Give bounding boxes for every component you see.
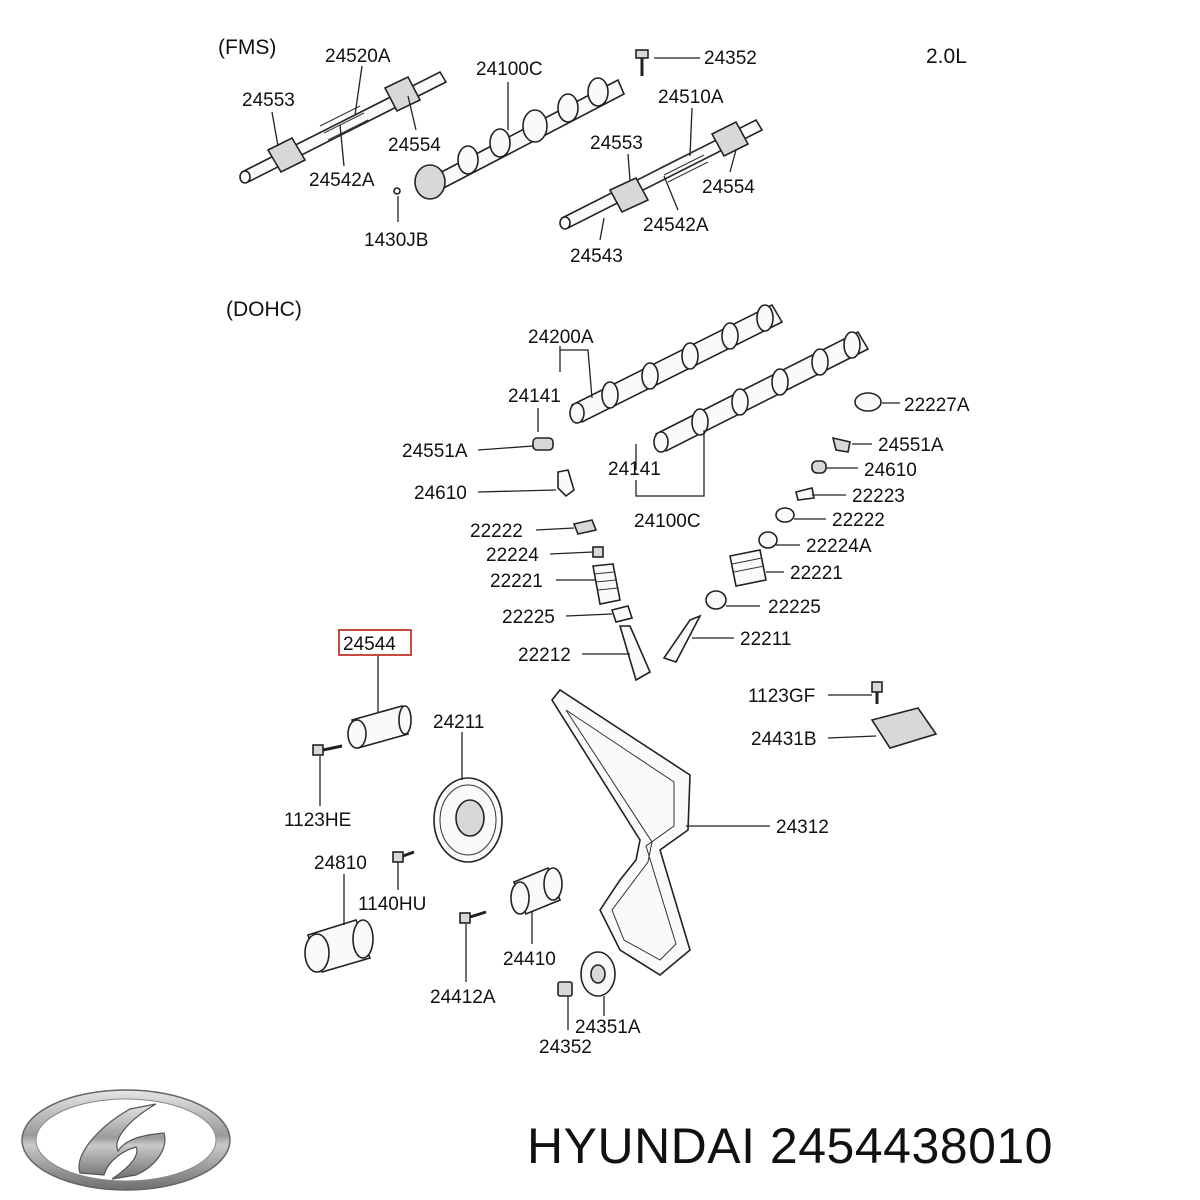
part-number-labels: 24520A 24100C 24352 24553 24554 24542A 1…: [242, 46, 970, 1058]
part-label[interactable]: 22211: [740, 629, 791, 650]
part-label[interactable]: 24412A: [430, 987, 496, 1008]
part-label[interactable]: 22222: [832, 510, 885, 531]
hyundai-logo-icon: [21, 1089, 231, 1191]
bolt-1123he-drawing: [312, 744, 343, 756]
part-label[interactable]: 24211: [433, 712, 484, 733]
highlighted-part-label[interactable]: 24544: [343, 634, 396, 655]
bolt-1123gf-drawing: [871, 681, 883, 704]
highlighted-part-box: [338, 629, 412, 656]
camshaft-lower-drawing: [653, 330, 870, 453]
valve-train-right-drawing: [662, 436, 851, 663]
part-label[interactable]: 1430JB: [364, 230, 428, 251]
part-label[interactable]: 24431B: [751, 729, 817, 750]
part-label[interactable]: 24610: [864, 460, 917, 481]
bracket-24431b-drawing: [870, 707, 938, 749]
part-label[interactable]: 24554: [702, 177, 755, 198]
timing-belt-drawing: [551, 688, 691, 976]
part-label[interactable]: 24543: [570, 246, 623, 267]
part-label[interactable]: 24141: [508, 386, 561, 407]
valve-train-left-drawing: [532, 437, 652, 682]
part-label[interactable]: 22225: [502, 607, 555, 628]
part-label[interactable]: 24551A: [402, 441, 468, 462]
part-label[interactable]: 1140HU: [358, 894, 426, 915]
part-label[interactable]: 24520A: [325, 46, 391, 67]
leader-lines: [271, 57, 900, 1030]
part-label[interactable]: 22224: [486, 545, 539, 566]
part-label[interactable]: 22221: [790, 563, 843, 584]
bolt-24352-bottom-drawing: [557, 981, 573, 997]
part-label[interactable]: 22225: [768, 597, 821, 618]
part-label[interactable]: 24100C: [476, 59, 543, 80]
part-label[interactable]: 24200A: [528, 327, 594, 348]
part-label[interactable]: 24542A: [309, 170, 375, 191]
part-label[interactable]: 22224A: [806, 536, 872, 557]
part-label[interactable]: 24352: [539, 1037, 592, 1058]
tensioner-24544-drawing: [347, 705, 412, 749]
part-label[interactable]: 22222: [470, 521, 523, 542]
part-label[interactable]: 24351A: [575, 1017, 641, 1038]
camshaft-upper-drawing: [569, 303, 784, 424]
part-label[interactable]: 24554: [388, 135, 441, 156]
part-label[interactable]: 24551A: [878, 435, 944, 456]
part-label[interactable]: 24100C: [634, 511, 701, 532]
camshaft-fms-drawing: [393, 77, 626, 200]
part-label[interactable]: 24410: [503, 949, 556, 970]
part-label[interactable]: 24510A: [658, 87, 724, 108]
brand-part-number-title: HYUNDAI 2454438010: [527, 1118, 1053, 1174]
crank-sprocket-drawing: [580, 951, 616, 997]
camshaft-sprocket-drawing: [433, 777, 503, 863]
rocker-shaft-left-drawing: [239, 70, 448, 184]
bolt-24352-top-drawing: [635, 49, 649, 76]
idler-24810-drawing: [304, 919, 374, 973]
part-label[interactable]: 1123HE: [284, 810, 351, 831]
part-label[interactable]: 24810: [314, 853, 367, 874]
part-label[interactable]: 22223: [852, 486, 905, 507]
part-label[interactable]: 24542A: [643, 215, 709, 236]
part-label[interactable]: 22227A: [904, 395, 970, 416]
rocker-shaft-right-drawing: [559, 118, 764, 230]
part-label[interactable]: 24553: [242, 90, 295, 111]
part-label[interactable]: 24352: [704, 48, 757, 69]
section-dohc-label: (DOHC): [226, 298, 302, 321]
part-label[interactable]: 24553: [590, 133, 643, 154]
exploded-parts-diagram: (FMS) (DOHC) 2.0L: [218, 36, 970, 1058]
engine-size-label: 2.0L: [926, 45, 967, 68]
part-label[interactable]: 24610: [414, 483, 467, 504]
part-label[interactable]: 24312: [776, 817, 829, 838]
part-label[interactable]: 1123GF: [748, 686, 815, 707]
section-fms-label: (FMS): [218, 36, 276, 59]
bolt-24412a-drawing: [459, 910, 487, 924]
tensioner-pulley-24410-drawing: [510, 866, 563, 916]
part-label[interactable]: 22212: [518, 645, 571, 666]
part-label[interactable]: 22221: [490, 571, 543, 592]
part-label[interactable]: 24141: [608, 459, 661, 480]
plug-22227a-drawing: [854, 392, 882, 412]
bolt-1140hu-drawing: [392, 850, 415, 863]
